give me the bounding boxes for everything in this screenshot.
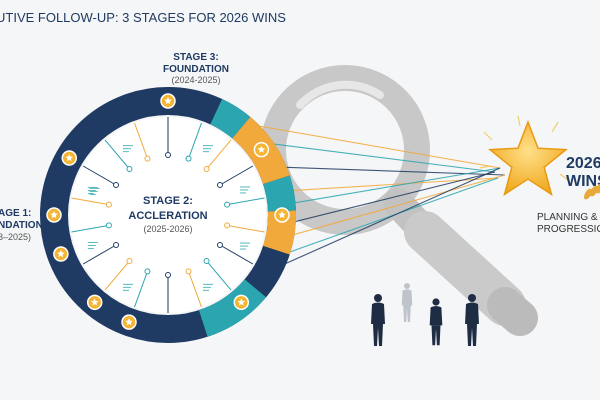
top-stage-label: STAGE 3: FOUNDATION (2024-2025): [163, 52, 229, 85]
goal-subtitle-line2: PROGRESSION: [537, 224, 600, 235]
ring-spoke: [188, 271, 202, 308]
ring-spoke: [227, 224, 265, 233]
goal-year: 2026: [566, 155, 600, 172]
mini-note-marks: [87, 145, 251, 291]
center-stage-label: STAGE 2:: [143, 195, 193, 207]
ring-spoke: [134, 122, 148, 159]
page-title: UTIVE FOLLOW-UP: 3 STAGES FOR 2026 WINS: [0, 10, 286, 25]
star-icon: [46, 207, 62, 223]
spoke-node: [113, 182, 120, 188]
ring-segment-teal-mid: [262, 175, 296, 212]
ring-spoke: [71, 197, 109, 206]
star-icon: [233, 294, 250, 311]
ring-star-nodes: [46, 93, 290, 330]
ring-spoke: [104, 139, 130, 170]
ring-segment-teal-top: [209, 98, 251, 139]
spoke-node: [105, 222, 112, 229]
center-stage-years: (2025-2026): [143, 224, 192, 234]
spoke-node: [203, 166, 210, 173]
ring-spoke: [206, 260, 232, 291]
person-icon: [465, 294, 479, 346]
people-group: [371, 283, 479, 346]
ring-spoke: [188, 122, 202, 159]
spoke-node: [165, 152, 171, 158]
connector-line: [271, 166, 506, 176]
star-icon: [61, 150, 78, 166]
ring-spokes: [71, 117, 265, 313]
connector-line: [279, 174, 506, 240]
spoke-node: [105, 201, 112, 208]
center-stage-name: ACCLERATION: [128, 210, 207, 222]
star-icon: [121, 314, 137, 330]
spoke-node: [216, 182, 223, 188]
connector-line: [281, 171, 496, 226]
laurel-icon: [584, 182, 600, 200]
ring-spoke: [71, 224, 109, 233]
top-stage-label-line2: FOUNDATION: [163, 64, 229, 75]
ring-spoke: [219, 165, 254, 186]
spoke-node: [144, 155, 151, 162]
person-icon: [429, 298, 443, 346]
ring-spoke: [227, 197, 265, 206]
goal-star-icon: [479, 115, 569, 197]
left-stage-label-line3: 3–2025): [0, 232, 31, 242]
spoke-node: [224, 222, 231, 229]
star-icon: [253, 141, 270, 158]
ring-spoke: [219, 244, 254, 265]
star-icon: [160, 93, 176, 109]
ring-spoke: [82, 244, 117, 265]
spoke-node: [113, 242, 120, 248]
spoke-node: [185, 268, 192, 275]
person-icon: [401, 283, 413, 322]
connector-line: [281, 167, 501, 206]
spoke-node: [144, 268, 151, 275]
star-icon: [274, 207, 290, 223]
left-stage-label: AGE 1: NDATION 3–2025): [0, 208, 43, 242]
spoke-node: [126, 166, 133, 173]
star-icon: [53, 246, 69, 262]
connector-line: [255, 141, 496, 173]
person-icon: [371, 294, 385, 346]
top-stage-label-line3: (2024-2025): [171, 75, 220, 85]
ring-spoke: [104, 260, 130, 291]
magnifying-glass-icon: [260, 65, 538, 336]
spoke-node: [203, 257, 210, 264]
connector-line: [266, 167, 501, 273]
connector-line: [273, 177, 499, 259]
left-stage-label-line1: AGE 1:: [0, 208, 31, 219]
center-label: STAGE 2: ACCLERATION (2025-2026): [112, 188, 224, 238]
spoke-node: [165, 272, 171, 278]
ring-spoke: [82, 165, 117, 186]
left-stage-label-line2: NDATION: [0, 220, 43, 231]
spoke-node: [216, 242, 223, 248]
goal-wins: WINS: [566, 173, 600, 190]
top-stage-label-line1: STAGE 3:: [173, 52, 218, 63]
spoke-node: [185, 155, 192, 162]
ring-spoke: [134, 271, 148, 308]
ring-spoke: [206, 139, 232, 170]
connector-line: [233, 121, 501, 169]
star-icon: [86, 294, 103, 311]
spoke-node: [224, 201, 231, 208]
goal-subtitle-line1: PLANNING &: [537, 212, 598, 223]
ring-segment-teal-bottom: [198, 278, 267, 337]
spoke-node: [126, 257, 133, 264]
